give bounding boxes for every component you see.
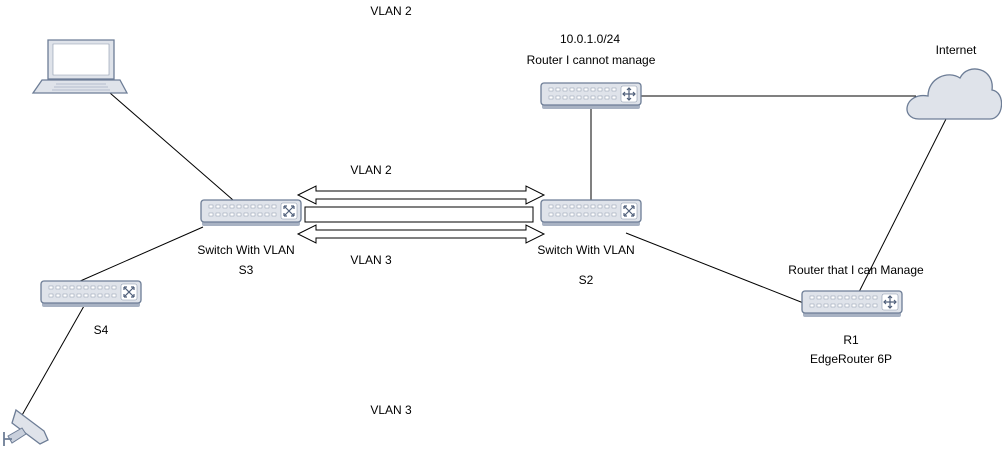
vlan3-mid-label: VLAN 3 bbox=[350, 253, 392, 267]
router-icon bbox=[540, 82, 642, 110]
link-s2-r1 bbox=[625, 232, 807, 305]
switch-icon bbox=[40, 280, 142, 308]
switch-icon bbox=[200, 199, 302, 227]
router-icon bbox=[801, 290, 903, 318]
s4-name-label: S4 bbox=[94, 323, 109, 337]
r1-model-label: EdgeRouter 6P bbox=[810, 352, 892, 366]
vlan3-bottom-label: VLAN 3 bbox=[370, 403, 412, 417]
s2-title-label: Switch With VLAN bbox=[537, 243, 634, 257]
cloud-icon bbox=[906, 68, 1002, 120]
link-r1-internet bbox=[857, 118, 947, 295]
s3-title-label: Switch With VLAN bbox=[197, 243, 294, 257]
camera-icon bbox=[3, 408, 49, 446]
r1-name-label: R1 bbox=[843, 333, 859, 347]
link-laptop-s3 bbox=[109, 92, 234, 201]
vlan2-mid-label: VLAN 2 bbox=[350, 163, 392, 177]
r1-title-label: Router that I can Manage bbox=[788, 263, 924, 277]
link-s4-camera bbox=[20, 305, 85, 418]
laptop-icon bbox=[31, 39, 129, 94]
router-unmanaged-label: Router I cannot manage bbox=[527, 53, 656, 67]
internet-label: Internet bbox=[936, 43, 977, 57]
s3-name-label: S3 bbox=[239, 263, 254, 277]
connections bbox=[20, 92, 947, 418]
vlan2-trunk-arrow bbox=[296, 185, 546, 205]
vlan3-trunk-arrow bbox=[296, 224, 546, 244]
trunk-link-bar bbox=[304, 206, 534, 223]
link-s3-s4 bbox=[77, 226, 204, 283]
s2-name-label: S2 bbox=[579, 273, 594, 287]
subnet-label: 10.0.1.0/24 bbox=[560, 32, 620, 46]
switch-icon bbox=[540, 199, 642, 227]
vlan2-top-label: VLAN 2 bbox=[370, 4, 412, 18]
